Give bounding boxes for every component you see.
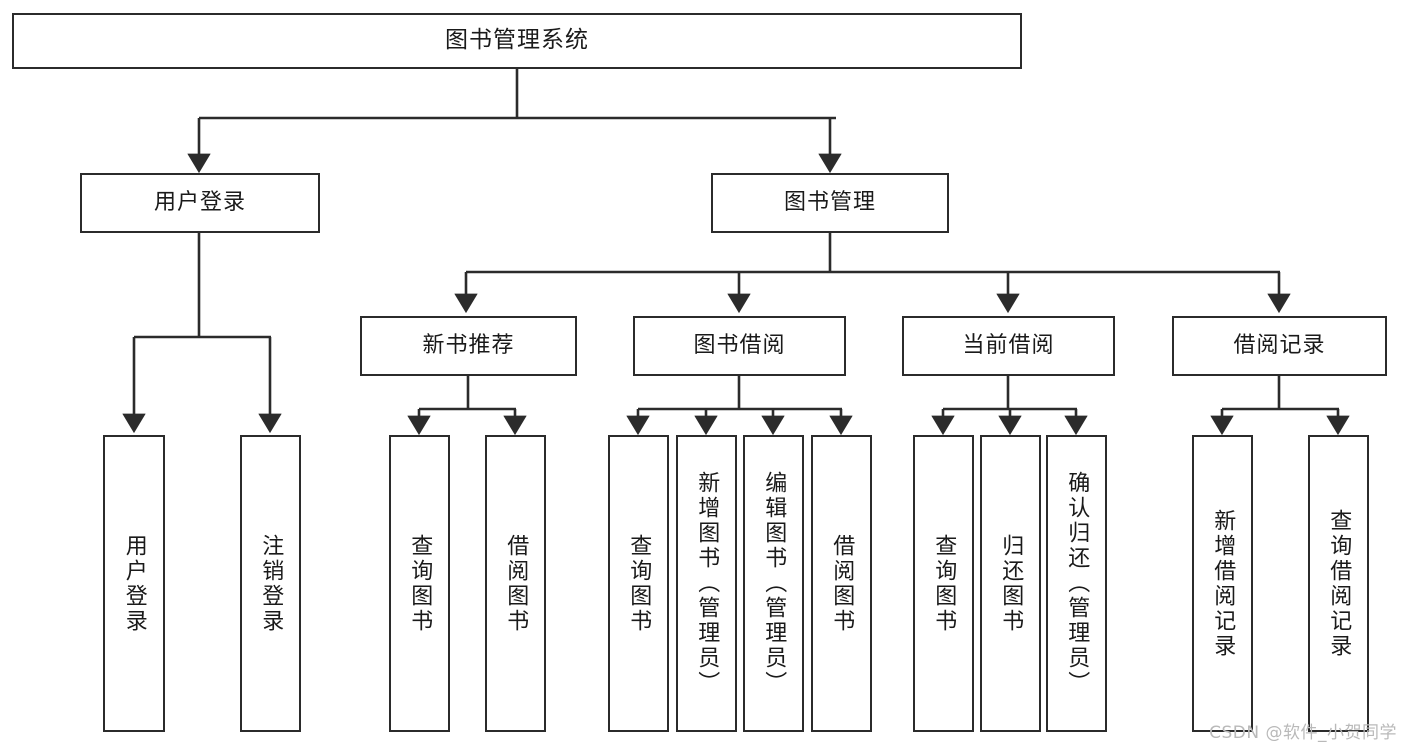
node-book-borrow[interactable]: 图书借阅 bbox=[633, 316, 846, 376]
leaf-current-return-book[interactable]: 归还图书 bbox=[980, 435, 1041, 732]
node-new-book-recommend-label: 新书推荐 bbox=[422, 332, 515, 358]
node-user-login-label: 用户登录 bbox=[153, 189, 246, 215]
leaf-user-login-signout[interactable]: 注销登录 bbox=[240, 435, 301, 732]
leaf-label: 查询图书 bbox=[931, 533, 957, 634]
leaf-record-query-record[interactable]: 查询借阅记录 bbox=[1308, 435, 1369, 732]
node-current-borrow-label: 当前借阅 bbox=[962, 332, 1055, 358]
node-new-book-recommend[interactable]: 新书推荐 bbox=[360, 316, 577, 376]
leaf-label: 查询图书 bbox=[407, 533, 433, 634]
node-borrow-record-label: 借阅记录 bbox=[1233, 332, 1326, 358]
node-user-login[interactable]: 用户登录 bbox=[80, 173, 320, 233]
leaf-current-query-book[interactable]: 查询图书 bbox=[913, 435, 974, 732]
node-book-management-label: 图书管理 bbox=[783, 189, 876, 215]
leaf-borrow-query-book[interactable]: 查询图书 bbox=[608, 435, 669, 732]
leaf-current-confirm-return-admin[interactable]: 确认归还（管理员） bbox=[1046, 435, 1107, 732]
leaf-label: 查询图书 bbox=[626, 533, 652, 634]
leaf-borrow-borrow-book[interactable]: 借阅图书 bbox=[811, 435, 872, 732]
leaf-label: 借阅图书 bbox=[829, 533, 855, 634]
leaf-borrow-edit-book-admin[interactable]: 编辑图书（管理员） bbox=[743, 435, 804, 732]
watermark-text: CSDN @软件_小贺同学 bbox=[1209, 723, 1397, 743]
leaf-label: 用户登录 bbox=[121, 533, 147, 634]
leaf-recommend-query-book[interactable]: 查询图书 bbox=[389, 435, 450, 732]
leaf-record-add-record[interactable]: 新增借阅记录 bbox=[1192, 435, 1253, 732]
leaf-borrow-add-book-admin[interactable]: 新增图书（管理员） bbox=[676, 435, 737, 732]
node-book-borrow-label: 图书借阅 bbox=[693, 332, 786, 358]
leaf-label: 编辑图书（管理员） bbox=[761, 471, 787, 696]
leaf-label: 新增借阅记录 bbox=[1210, 508, 1236, 659]
node-root-label: 图书管理系统 bbox=[445, 27, 589, 54]
node-borrow-record[interactable]: 借阅记录 bbox=[1172, 316, 1387, 376]
leaf-recommend-borrow-book[interactable]: 借阅图书 bbox=[485, 435, 546, 732]
leaf-label: 归还图书 bbox=[998, 533, 1024, 634]
leaf-user-login-signin[interactable]: 用户登录 bbox=[103, 435, 165, 732]
node-root-system[interactable]: 图书管理系统 bbox=[12, 13, 1022, 69]
leaf-label: 借阅图书 bbox=[503, 533, 529, 634]
leaf-label: 注销登录 bbox=[258, 533, 284, 634]
node-current-borrow[interactable]: 当前借阅 bbox=[902, 316, 1115, 376]
leaf-label: 确认归还（管理员） bbox=[1064, 471, 1090, 696]
leaf-label: 新增图书（管理员） bbox=[694, 471, 720, 696]
node-book-management[interactable]: 图书管理 bbox=[711, 173, 949, 233]
leaf-label: 查询借阅记录 bbox=[1326, 508, 1352, 659]
